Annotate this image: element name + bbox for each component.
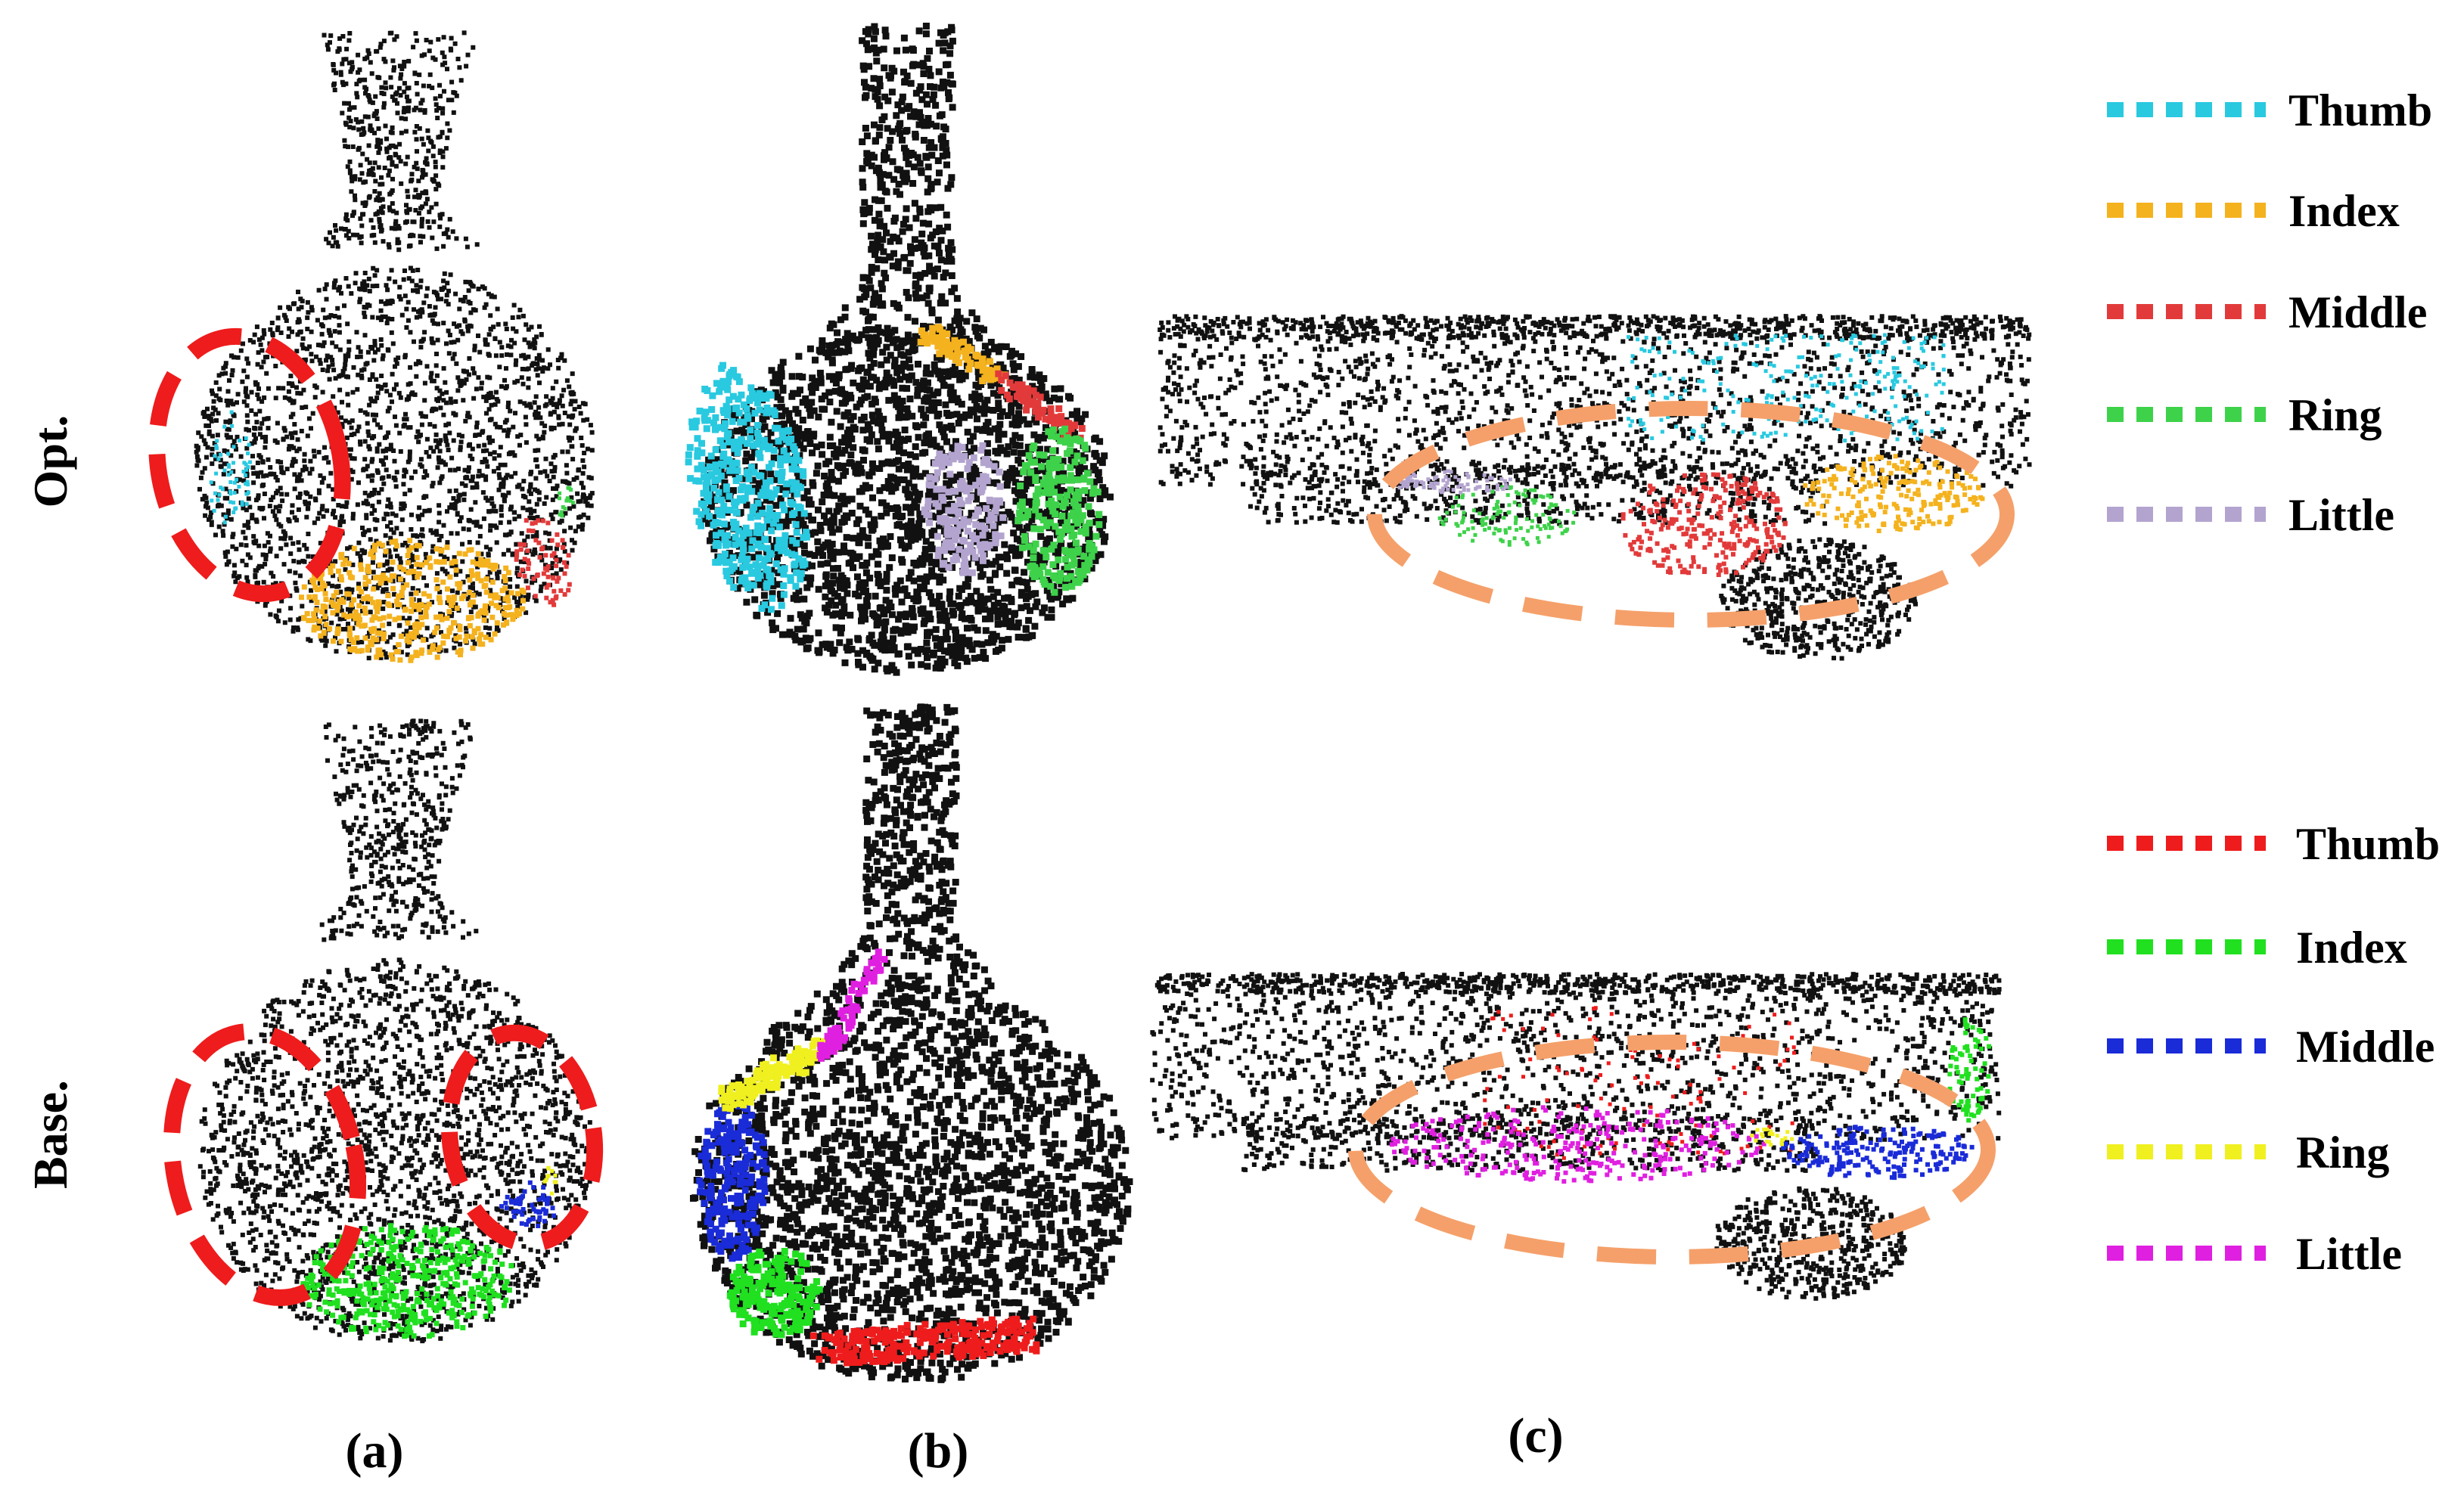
legend-label: Middle bbox=[2288, 287, 2427, 337]
legend-opt: Thumb Index Middle Ring Little bbox=[2107, 85, 2432, 540]
legend-label: Thumb bbox=[2288, 85, 2432, 135]
legend-base: Thumb Index Middle Ring Little bbox=[2107, 819, 2440, 1279]
point-clouds bbox=[194, 23, 2032, 1383]
panel-label-b: (b) bbox=[908, 1423, 969, 1479]
legend-item: Little bbox=[2107, 1229, 2402, 1279]
legend-label: Little bbox=[2296, 1229, 2402, 1279]
opt-vase-cloud bbox=[194, 30, 595, 661]
base-bowl-highlight bbox=[1348, 1035, 1996, 1265]
base-side-middle-points bbox=[696, 1100, 770, 1262]
opt-vase-thumb-points bbox=[209, 410, 252, 525]
opt-side-middle-points bbox=[995, 370, 1086, 442]
legend-item: Little bbox=[2107, 490, 2394, 540]
base-bowl-little-points bbox=[1389, 1105, 1766, 1184]
opt-bowl-index-points bbox=[1803, 454, 1985, 533]
base-vase-highlight-left bbox=[163, 1023, 367, 1306]
legend-label: Middle bbox=[2296, 1022, 2434, 1072]
base-bowl-index-points bbox=[1947, 1017, 1992, 1123]
opt-bowl-cloud bbox=[1157, 314, 2032, 661]
opt-bowl-middle-points bbox=[1620, 472, 1788, 577]
opt-vase-ring-points bbox=[558, 486, 575, 518]
opt-bowl-thumb-points bbox=[1627, 333, 1946, 442]
base-bowl-ring-points bbox=[1750, 1127, 1794, 1147]
base-vase-middle-points bbox=[499, 1180, 556, 1228]
base-side-cloud bbox=[690, 703, 1133, 1383]
opt-side-thumb-points bbox=[685, 362, 810, 613]
legend-label: Index bbox=[2288, 186, 2400, 236]
base-vase-index-points bbox=[300, 1223, 514, 1339]
legend-label: Little bbox=[2288, 490, 2394, 540]
base-bowl-middle-points bbox=[1781, 1125, 1975, 1181]
base-side-index-points bbox=[726, 1248, 823, 1339]
legend-item: Middle bbox=[2107, 1022, 2434, 1072]
legend-item: Thumb bbox=[2107, 819, 2440, 869]
legend-item: Index bbox=[2107, 923, 2407, 973]
base-bowl-thumb-points bbox=[1483, 1006, 1796, 1160]
panel-label-a: (a) bbox=[346, 1423, 404, 1479]
opt-bowl-highlight bbox=[1367, 401, 2015, 628]
legend-item: Index bbox=[2107, 186, 2400, 236]
opt-side-index-points bbox=[917, 324, 1008, 384]
opt-vase-index-points bbox=[299, 538, 527, 663]
legend-label: Ring bbox=[2288, 390, 2382, 440]
opt-vase-highlight bbox=[148, 327, 351, 603]
opt-side-little-points bbox=[921, 442, 1007, 576]
legend-label: Thumb bbox=[2296, 819, 2440, 869]
legend-label: Index bbox=[2296, 923, 2407, 973]
legend-item: Middle bbox=[2107, 287, 2427, 337]
base-side-thumb-points bbox=[809, 1315, 1040, 1367]
opt-side-ring-points bbox=[1014, 425, 1103, 596]
base-vase-ring-points bbox=[542, 1165, 558, 1196]
row-label-opt: Opt. bbox=[23, 415, 77, 508]
panel-label-c: (c) bbox=[1508, 1408, 1563, 1463]
opt-bowl-little-points bbox=[1391, 469, 1512, 495]
base-side-ring-points bbox=[718, 1035, 839, 1112]
opt-bowl-ring-points bbox=[1437, 485, 1577, 547]
base-vase-highlight-right bbox=[440, 1024, 604, 1252]
base-side-little-points bbox=[816, 948, 888, 1062]
legend-item: Ring bbox=[2107, 1128, 2389, 1178]
legend-label: Ring bbox=[2296, 1128, 2389, 1178]
row-label-base: Base. bbox=[23, 1080, 77, 1189]
base-bowl-cloud bbox=[1150, 972, 2002, 1301]
legend-item: Thumb bbox=[2107, 85, 2432, 135]
highlight-regions bbox=[148, 327, 2015, 1306]
legend-item: Ring bbox=[2107, 390, 2382, 440]
